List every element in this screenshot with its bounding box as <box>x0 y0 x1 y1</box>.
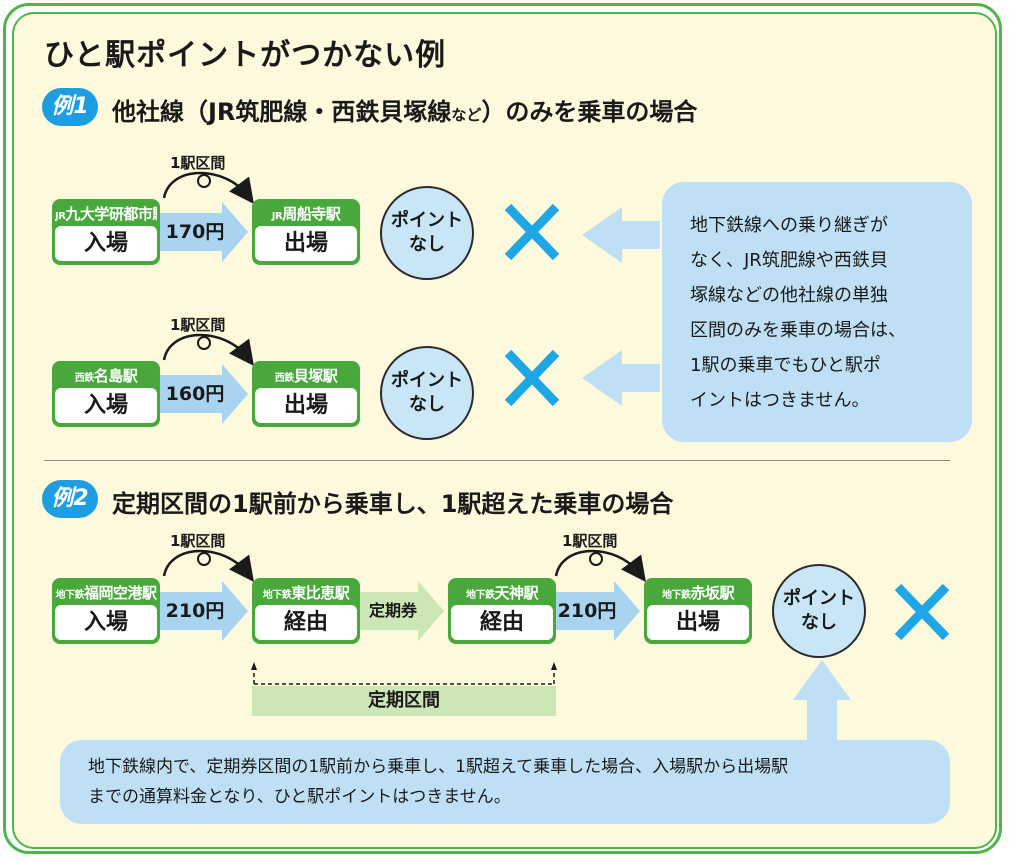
hop-curve-loop <box>197 174 211 188</box>
note-arrow-left <box>582 350 660 406</box>
station-via: 地下鉄天神駅 経由 <box>448 578 556 644</box>
hop-label: 1駅区間 <box>170 532 226 550</box>
pass-label: 定期券 <box>368 601 417 620</box>
outer-frame <box>3 3 1002 854</box>
fare-label: 210円 <box>165 600 225 622</box>
example2-badge: 例2 <box>42 480 98 518</box>
station-entry: 地下鉄福岡空港駅 入場 <box>52 578 160 644</box>
hop-label: 1駅区間 <box>170 316 226 334</box>
example1-note: 地下鉄線への乗り継ぎが なく、JR筑肥線や西鉄貝 塚線などの他社線の単独 区間の… <box>662 182 972 442</box>
station-exit: 西鉄貝塚駅 出場 <box>252 361 360 427</box>
example2-title: 定期区間の1駅前から乗車し、1駅超えた乗車の場合 <box>112 490 674 518</box>
hop-curve-arrow <box>162 171 254 205</box>
fare-arrow <box>552 581 640 641</box>
hop-label: 1駅区間 <box>562 532 618 550</box>
station-via: 地下鉄東比恵駅 経由 <box>252 578 360 644</box>
no-point-circle: ポイントなし <box>772 564 866 658</box>
fare-label: 210円 <box>557 600 617 622</box>
hop-curve-loop <box>197 336 211 350</box>
station-entry: 西鉄名島駅 入場 <box>52 361 160 427</box>
station-entry: JR九大学研都市駅 入場 <box>52 199 160 265</box>
note-arrow-up <box>793 660 851 740</box>
hop-curve-arrow <box>162 333 254 367</box>
fare-arrow <box>160 202 248 262</box>
station-exit: JR周船寺駅 出場 <box>252 199 360 265</box>
pass-arrow <box>356 581 444 641</box>
fare-label: 160円 <box>165 383 225 405</box>
hop-curve-loop <box>589 552 603 566</box>
x-icon <box>504 203 950 641</box>
example1-title: 他社線（JR筑肥線・西鉄貝塚線など）のみを乗車の場合 <box>112 98 698 126</box>
no-point-circle: ポイントなし <box>380 346 474 440</box>
page-title: ひと駅ポイントがつかない例 <box>44 38 447 73</box>
fare-label: 170円 <box>165 221 225 243</box>
example2-note: 地下鉄線内で、定期券区間の1駅前から乗車し、1駅超えて乗車した場合、入場駅から出… <box>60 740 950 824</box>
hop-curve-arrow <box>162 549 254 583</box>
station-exit: 地下鉄赤坂駅 出場 <box>644 578 752 644</box>
example1-badge: 例1 <box>42 88 98 126</box>
fare-arrow <box>160 581 248 641</box>
hop-label: 1駅区間 <box>170 154 226 172</box>
teiki-section-label: 定期区間 <box>252 686 556 716</box>
note-arrow-left <box>582 207 660 263</box>
hop-curve-arrow <box>554 549 646 583</box>
hop-curve-loop <box>197 552 211 566</box>
no-point-circle: ポイントなし <box>380 186 474 280</box>
section-divider <box>44 460 950 461</box>
fare-arrow <box>160 364 248 424</box>
